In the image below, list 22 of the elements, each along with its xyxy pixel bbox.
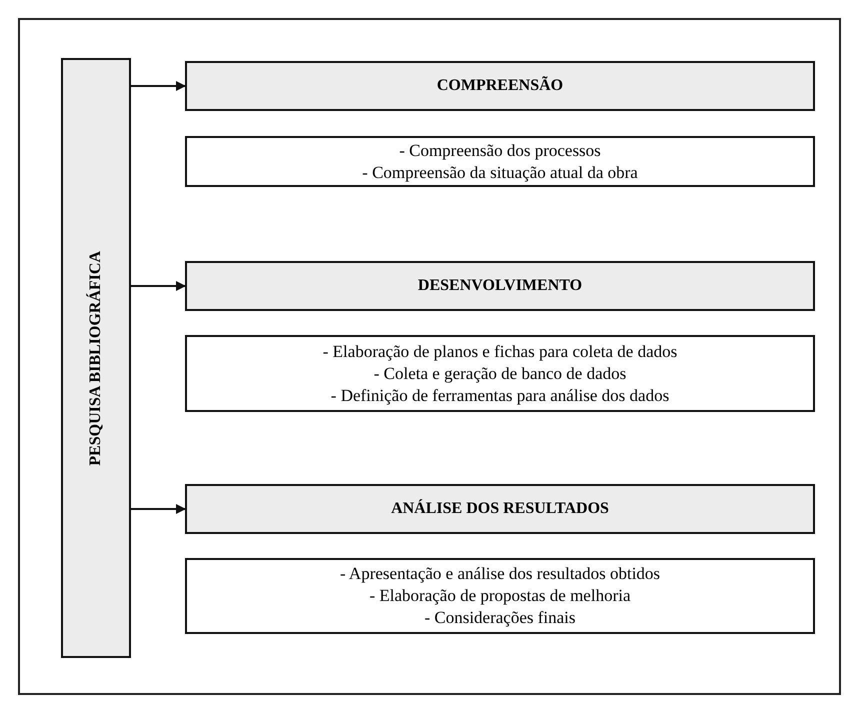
section-heading: ANÁLISE DOS RESULTADOS — [391, 500, 609, 518]
arrow — [131, 281, 186, 291]
section-header — [185, 261, 815, 311]
list-item: - Coleta e geração de banco de dados — [374, 362, 626, 384]
list-box — [185, 558, 815, 634]
list-item: - Elaboração de propostas de melhoria — [369, 585, 631, 607]
list-box — [185, 136, 815, 187]
list-item: - Definição de ferramentas para análise dos dados — [330, 384, 670, 406]
side-bar-title: PESQUISA BIBLIOGRÁFICA — [87, 250, 105, 466]
list-item: - Apresentação e análise dos resultados obtidos — [340, 563, 660, 585]
arrow — [131, 504, 186, 514]
list-item: - Compreensão dos processos — [399, 140, 601, 162]
side-bar — [61, 58, 131, 658]
section-heading: DESENVOLVIMENTO — [418, 277, 582, 295]
list-box — [185, 335, 815, 412]
section-header — [185, 484, 815, 534]
section-header — [185, 61, 815, 111]
arrow — [131, 81, 186, 91]
section-heading: COMPREENSÃO — [436, 77, 564, 95]
list-item: - Compreensão da situação atual da obra — [362, 162, 638, 184]
list-item: - Considerações finais — [424, 607, 576, 629]
list-item: - Elaboração de planos e fichas para coleta de dados — [322, 340, 678, 362]
